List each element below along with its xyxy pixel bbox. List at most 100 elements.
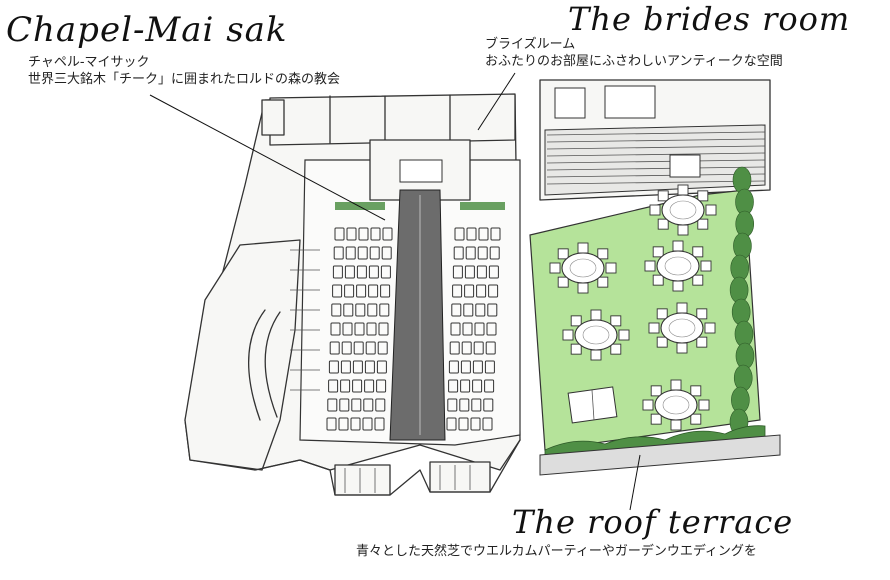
chapel-title: Chapel-Mai sak bbox=[6, 10, 288, 50]
pew-chair bbox=[365, 341, 376, 355]
pew-chair bbox=[448, 379, 459, 393]
pews-right bbox=[446, 227, 501, 431]
pew-chair bbox=[463, 303, 474, 317]
chapel-kana: チャペル-マイサック bbox=[28, 55, 150, 70]
pew-chair bbox=[363, 398, 374, 412]
pew-chair bbox=[351, 398, 362, 412]
pew-chair bbox=[381, 246, 392, 260]
roof-terrace-title: The roof terrace bbox=[512, 503, 794, 541]
pew-chair bbox=[329, 341, 340, 355]
pew-chair bbox=[466, 227, 477, 241]
pew-chair bbox=[380, 284, 391, 298]
pew-chair bbox=[327, 398, 338, 412]
round-table bbox=[644, 240, 712, 292]
pew-chair bbox=[459, 398, 470, 412]
pew-chair bbox=[375, 398, 386, 412]
pew-chair bbox=[377, 341, 388, 355]
pew-chair bbox=[488, 284, 499, 298]
pew-chair bbox=[356, 265, 367, 279]
round-table bbox=[562, 309, 630, 361]
pew-chair bbox=[378, 322, 389, 336]
hedge-shrub bbox=[733, 364, 753, 392]
pew-chair bbox=[340, 360, 351, 374]
hedge-shrub bbox=[732, 166, 752, 194]
leader-lines bbox=[149, 72, 641, 511]
pew-chair bbox=[475, 303, 486, 317]
pew-chair bbox=[448, 360, 459, 374]
pew-chair bbox=[328, 379, 339, 393]
pew-chair bbox=[354, 322, 365, 336]
pew-chair bbox=[368, 284, 379, 298]
pew-chair bbox=[326, 417, 337, 431]
pew-chair bbox=[332, 265, 343, 279]
pew-chair bbox=[341, 341, 352, 355]
pew-chair bbox=[458, 417, 469, 431]
pew-chair bbox=[476, 265, 487, 279]
banquet-tables bbox=[549, 184, 717, 431]
pew-chair bbox=[366, 322, 377, 336]
pew-chair bbox=[339, 398, 350, 412]
pew-chair bbox=[353, 341, 364, 355]
hedge-shrub bbox=[731, 298, 751, 326]
pew-chair bbox=[478, 227, 489, 241]
pew-chair bbox=[453, 246, 464, 260]
pew-chair bbox=[454, 227, 465, 241]
pew-chair bbox=[352, 379, 363, 393]
pew-chair bbox=[473, 341, 484, 355]
pew-chair bbox=[482, 417, 493, 431]
pew-chair bbox=[374, 417, 385, 431]
roof-terrace-description: 青々とした天然芝でウエルカムパーティーやガーデンウエディングを bbox=[356, 544, 757, 559]
pew-chair bbox=[470, 417, 481, 431]
pew-chair bbox=[460, 379, 471, 393]
pew-chair bbox=[490, 227, 501, 241]
pew-chair bbox=[461, 341, 472, 355]
hedge-shrub bbox=[733, 232, 752, 260]
pew-chair bbox=[476, 284, 487, 298]
round-table bbox=[549, 242, 617, 294]
pew-chair bbox=[368, 265, 379, 279]
pew-chair bbox=[345, 246, 356, 260]
pew-chair bbox=[376, 379, 387, 393]
round-table bbox=[642, 379, 710, 431]
pew-chair bbox=[452, 265, 463, 279]
brides-room-description: おふたりのお部屋にふさわしいアンティークな空間 bbox=[485, 54, 783, 69]
pew-chair bbox=[357, 246, 368, 260]
pew-chair bbox=[477, 246, 488, 260]
pew-chair bbox=[350, 417, 361, 431]
pew-chair bbox=[484, 379, 495, 393]
pew-chair bbox=[352, 360, 363, 374]
pew-chair bbox=[379, 303, 390, 317]
pew-chair bbox=[331, 303, 342, 317]
chapel-description: 世界三大銘木「チーク」に囲まれたロルドの森の教会 bbox=[28, 72, 341, 87]
pew-chair bbox=[380, 265, 391, 279]
pew-chair bbox=[471, 398, 482, 412]
pew-chair bbox=[330, 322, 341, 336]
pew-chair bbox=[472, 360, 483, 374]
pew-chair bbox=[364, 360, 375, 374]
pew-chair bbox=[464, 265, 475, 279]
pew-chair bbox=[355, 303, 366, 317]
pew-chair bbox=[446, 417, 457, 431]
pew-chair bbox=[362, 417, 373, 431]
pew-chair bbox=[376, 360, 387, 374]
pew-chair bbox=[338, 417, 349, 431]
pew-chair bbox=[451, 303, 462, 317]
pew-chair bbox=[342, 322, 353, 336]
pew-chair bbox=[447, 398, 458, 412]
pew-chair bbox=[358, 227, 369, 241]
pew-chair bbox=[364, 379, 375, 393]
pew-chair bbox=[465, 246, 476, 260]
pew-chair bbox=[340, 379, 351, 393]
pew-chair bbox=[343, 303, 354, 317]
pew-chair bbox=[449, 341, 460, 355]
pew-chair bbox=[462, 322, 473, 336]
pew-chair bbox=[332, 284, 343, 298]
pew-chair bbox=[460, 360, 471, 374]
pew-chair bbox=[333, 246, 344, 260]
pew-chair bbox=[367, 303, 378, 317]
pew-chair bbox=[472, 379, 483, 393]
pew-chair bbox=[356, 284, 367, 298]
pews-left bbox=[326, 227, 393, 431]
pew-chair bbox=[452, 284, 463, 298]
